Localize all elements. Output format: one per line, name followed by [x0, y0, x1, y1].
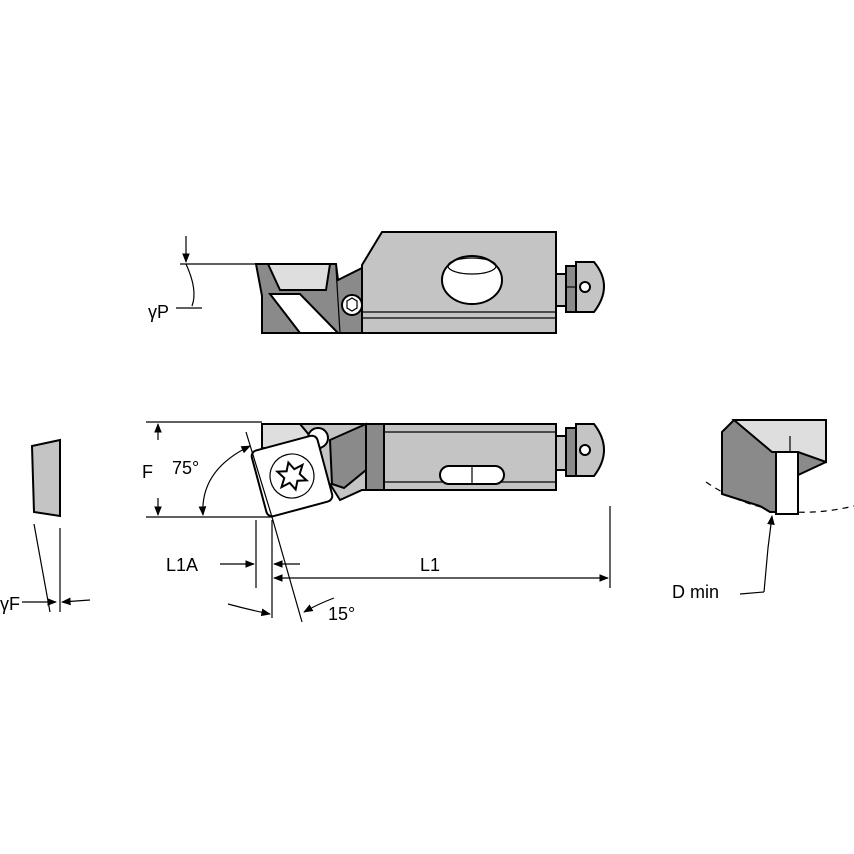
insert-profile-view: γF — [0, 438, 91, 614]
top-view-clamp-hole — [441, 255, 503, 305]
end-view: D min — [672, 419, 854, 602]
insert-profile — [30, 438, 61, 518]
label-gamma-p: γP — [148, 302, 169, 322]
label-f: F — [142, 462, 153, 482]
label-l1: L1 — [420, 555, 440, 575]
label-angle-15: 15° — [328, 604, 355, 624]
top-view: γP — [148, 231, 605, 334]
label-l1a: L1A — [166, 555, 198, 575]
front-view: F 75° L1A L1 15° — [142, 421, 611, 624]
front-view-coolant-nut — [555, 423, 605, 477]
label-angle-75: 75° — [172, 458, 199, 478]
front-view-insert — [250, 434, 334, 518]
top-view-coolant-nut — [555, 261, 605, 313]
label-d-min: D min — [672, 582, 719, 602]
label-gamma-f: γF — [0, 594, 20, 614]
top-view-screw — [341, 294, 363, 316]
